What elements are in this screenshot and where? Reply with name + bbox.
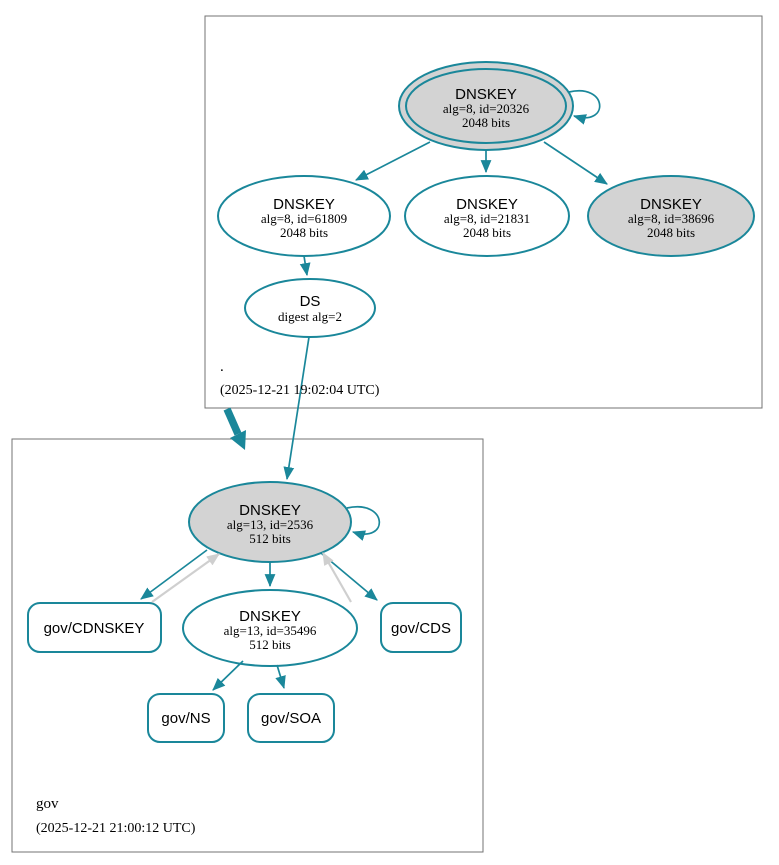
root-ds-title: DS [300,293,321,310]
gov-ksk-title: DNSKEY [239,502,301,519]
gov-ksk-detail1: alg=13, id=2536 [227,517,314,532]
zone-timestamp-gov: (2025-12-21 21:00:12 UTC) [36,821,196,836]
root-ksk-detail1: alg=8, id=20326 [443,101,530,116]
edge-root-ds-to-gov-ksk [283,336,310,481]
zone-label-gov: gov [36,796,59,812]
edge-gov-ksk-to-cds [320,552,378,601]
edge-gov-cds-to-ksk [322,552,352,603]
gov-ns-label: gov/NS [161,710,210,727]
edge-gov-cdnskey-to-ksk [151,553,220,603]
delegation-arrow-root-to-gov [223,407,246,450]
root-zsk-61809-title: DNSKEY [273,196,335,213]
gov-zsk-detail2: 512 bits [249,637,291,652]
root-zsk-38696-detail2: 2048 bits [647,225,695,240]
root-zsk-21831-title: DNSKEY [456,196,518,213]
zone-label-root: . [220,359,224,375]
root-ksk-inner-ellipse [405,68,567,144]
edge-root-zsk-61809-to-ds [299,255,311,277]
root-zsk-61809-detail1: alg=8, id=61809 [261,211,347,226]
root-zsk-38696-detail1: alg=8, id=38696 [628,211,715,226]
root-zsk-38696-title: DNSKEY [640,196,702,213]
node-gov-cdnskey [27,602,162,653]
gov-ksk-detail2: 512 bits [249,531,291,546]
zone-box-root [204,15,763,409]
gov-zsk-title: DNSKEY [239,608,301,625]
node-root-zsk-21831 [404,175,570,257]
edge-gov-zsk-to-soa [275,664,286,690]
node-gov-zsk-35496 [182,589,358,667]
gov-cdnskey-label: gov/CDNSKEY [44,620,145,637]
gov-cds-label: gov/CDS [391,620,451,637]
gov-soa-label: gov/SOA [261,710,321,727]
gov-zsk-detail1: alg=13, id=35496 [224,623,317,638]
root-zsk-21831-detail2: 2048 bits [463,225,511,240]
zone-timestamp-root: (2025-12-21 19:02:04 UTC) [220,383,380,398]
root-ksk-title: DNSKEY [455,86,517,103]
root-zsk-21831-detail1: alg=8, id=21831 [444,211,530,226]
root-ds-detail1: digest alg=2 [278,309,342,324]
zone-box-gov [11,438,484,853]
edge-gov-zsk-to-ns [212,660,244,691]
node-root-ds [244,278,376,338]
node-gov-ns [147,693,225,743]
node-root-zsk-38696 [587,175,755,257]
edge-gov-ksk-to-cdnskey [140,549,208,600]
edge-root-ksk-to-zsk-61809 [355,141,431,181]
node-gov-cds [380,602,462,653]
edge-gov-ksk-self-loop [346,505,381,541]
edge-root-ksk-self-loop [568,89,601,125]
root-zsk-61809-detail2: 2048 bits [280,225,328,240]
delegation-arrow-shaft [223,407,242,436]
node-gov-soa [247,693,335,743]
root-ksk-detail2: 2048 bits [462,115,510,130]
delegation-arrowhead [230,430,246,450]
edge-root-ksk-to-zsk-38696 [543,141,608,185]
